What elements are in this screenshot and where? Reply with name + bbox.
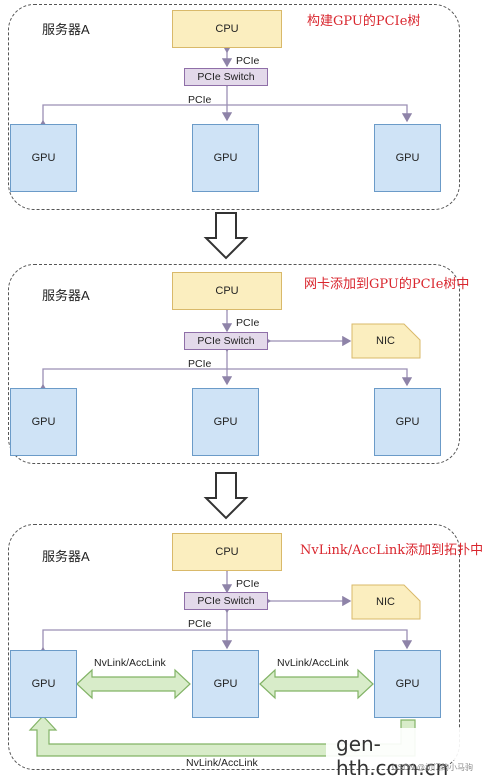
nvlink-label-2: NvLink/AccLink bbox=[277, 657, 349, 669]
server-label-3: 服务器A bbox=[42, 549, 90, 564]
cpu-box-1: CPU bbox=[172, 10, 282, 48]
down-arrow-1 bbox=[203, 212, 249, 260]
nvlink-label-3: NvLink/AccLink bbox=[186, 757, 258, 769]
gpu-3-3: GPU bbox=[374, 650, 441, 718]
pcie-cpu-label-2: PCIe bbox=[236, 317, 260, 329]
pcie-bus-label-1: PCIe bbox=[188, 94, 212, 106]
pcie-cpu-label-3: PCIe bbox=[236, 578, 260, 590]
gpu-1-1: GPU bbox=[10, 124, 77, 192]
nic-shape-2 bbox=[351, 323, 421, 359]
down-arrow-2 bbox=[203, 472, 249, 520]
server-label-1: 服务器A bbox=[42, 22, 90, 37]
pcie-bus-label-2: PCIe bbox=[188, 358, 212, 370]
panel2-connectors bbox=[37, 302, 413, 393]
panel-title-3: NvLink/AccLink添加到拓扑中 bbox=[300, 543, 484, 558]
pcie-bus-label-3: PCIe bbox=[188, 618, 212, 630]
gpu-2-1: GPU bbox=[10, 388, 77, 456]
pcie-switch-1: PCIe Switch bbox=[184, 68, 268, 86]
credit-text: CSDN @初门的小马驹 bbox=[392, 763, 474, 772]
nic-shape-3 bbox=[351, 584, 421, 620]
nvlink-arrow-gpu2-gpu3 bbox=[259, 668, 374, 700]
panel-1 bbox=[8, 4, 460, 210]
nvlink-arrow-gpu1-gpu2 bbox=[76, 668, 191, 700]
panel1-connectors bbox=[37, 44, 413, 129]
panel-3 bbox=[8, 524, 460, 770]
gpu-1-2: GPU bbox=[192, 124, 259, 192]
panel-2 bbox=[8, 264, 460, 464]
nvlink-arrow-gpu1-gpu3 bbox=[28, 715, 416, 757]
pcie-switch-3: PCIe Switch bbox=[184, 592, 268, 610]
gpu-1-3: GPU bbox=[374, 124, 441, 192]
gpu-3-2: GPU bbox=[192, 650, 259, 718]
pcie-cpu-label-1: PCIe bbox=[236, 55, 260, 67]
pcie-switch-2: PCIe Switch bbox=[184, 332, 268, 350]
nic-label-2: NIC bbox=[376, 335, 395, 347]
gpu-2-3: GPU bbox=[374, 388, 441, 456]
watermark: gen-hth.com.cn bbox=[326, 728, 488, 780]
server-label-2: 服务器A bbox=[42, 288, 90, 303]
gpu-3-1: GPU bbox=[10, 650, 77, 718]
gpu-2-2: GPU bbox=[192, 388, 259, 456]
nic-label-3: NIC bbox=[376, 596, 395, 608]
nvlink-label-1: NvLink/AccLink bbox=[94, 657, 166, 669]
panel-title-2: 网卡添加到GPU的PCIe树中 bbox=[304, 277, 470, 292]
panel3-connectors bbox=[37, 563, 413, 656]
cpu-box-2: CPU bbox=[172, 272, 282, 310]
cpu-box-3: CPU bbox=[172, 533, 282, 571]
panel-title-1: 构建GPU的PCIe树 bbox=[307, 14, 421, 29]
